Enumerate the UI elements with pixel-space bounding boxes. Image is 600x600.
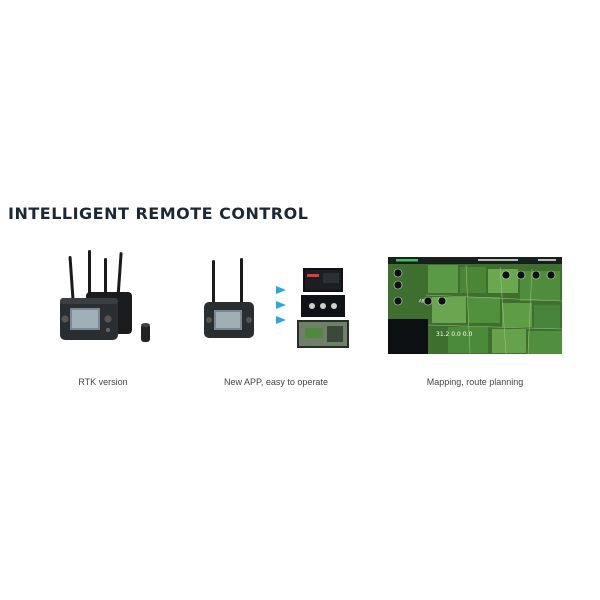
app-panel — [196, 254, 356, 350]
arrow-right-icon — [276, 316, 286, 324]
rtk-panel — [48, 248, 158, 348]
map-readout: 31.2 0.0 0.0 — [436, 331, 472, 338]
map-panel: AB 31.2 0.0 0.0 — [388, 257, 563, 355]
rtk-controller-image — [60, 250, 150, 342]
arrow-right-icon — [276, 286, 286, 294]
rtk-caption: RTK version — [78, 377, 128, 387]
app-screens-image — [297, 268, 349, 348]
app-controller-image — [204, 258, 254, 338]
page-title: INTELLIGENT REMOTE CONTROL — [8, 204, 309, 223]
map-mode-label: AB — [419, 299, 425, 304]
arrow-right-icon — [276, 301, 286, 309]
arrow-icons — [276, 286, 286, 324]
app-caption: New APP, easy to operate — [224, 377, 328, 387]
map-screenshot-image: AB 31.2 0.0 0.0 — [388, 257, 563, 355]
map-caption: Mapping, route planning — [426, 377, 524, 387]
